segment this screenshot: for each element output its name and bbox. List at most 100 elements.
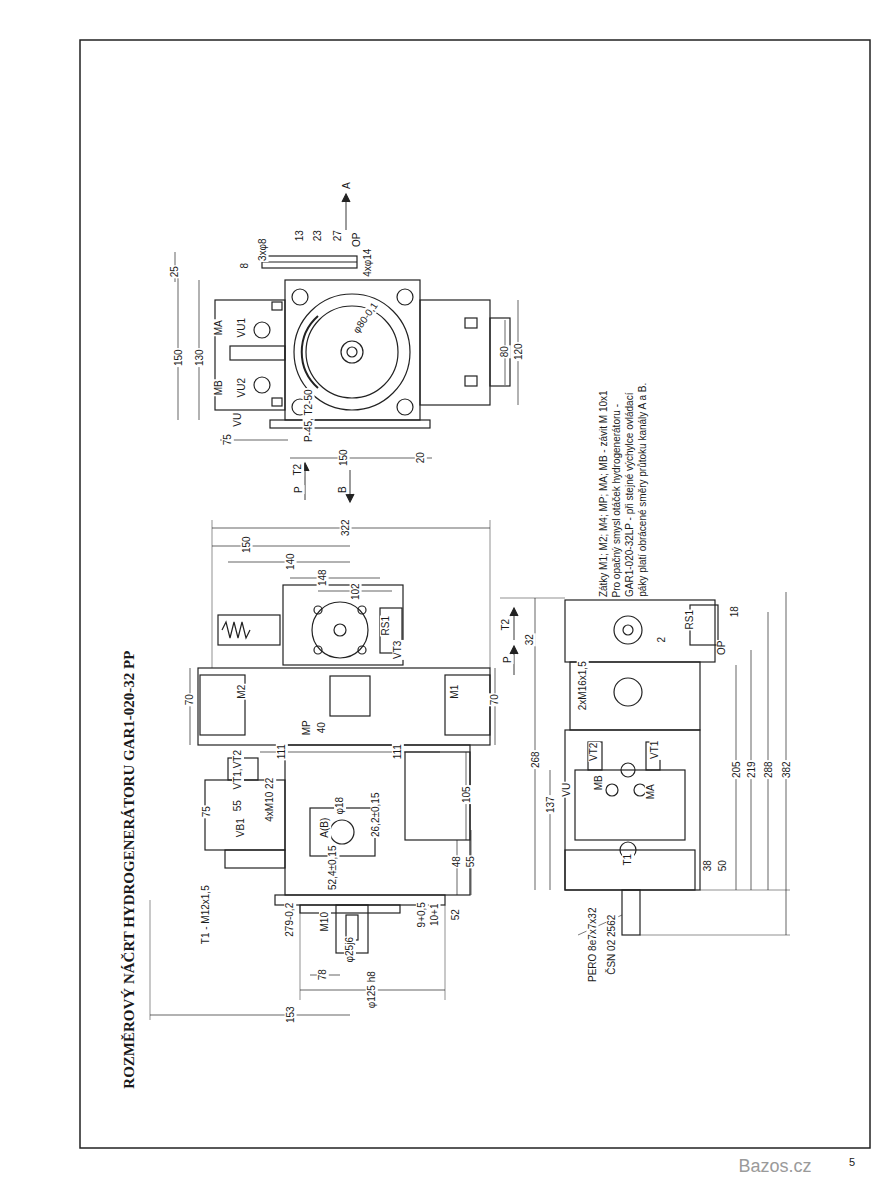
dimension-label: 150 bbox=[172, 349, 184, 368]
dimension-label: MB bbox=[592, 775, 604, 792]
front-view-part bbox=[614, 616, 642, 644]
side-view-part bbox=[212, 520, 213, 668]
side-view-part bbox=[222, 622, 250, 638]
dimension-label: VT2 bbox=[588, 742, 600, 762]
dimension-label: 322 bbox=[339, 519, 351, 538]
end-view-part bbox=[178, 268, 179, 420]
dimension-label: A(B) bbox=[319, 817, 331, 839]
dimension-label: T1 - M12x1,5 bbox=[199, 885, 211, 946]
dimension-label: 18 bbox=[729, 605, 741, 618]
side-view-part bbox=[218, 615, 280, 645]
end-view-part bbox=[215, 300, 285, 410]
end-view-part bbox=[290, 458, 432, 459]
dimension-label: 111 bbox=[276, 743, 288, 760]
dimension-label: 4xM10 22 bbox=[264, 777, 276, 823]
dimension-label: 55 bbox=[465, 855, 477, 868]
dimension-label: VT3 bbox=[392, 640, 404, 660]
dimension-label: P bbox=[501, 656, 513, 665]
side-view-part bbox=[490, 520, 491, 668]
end-view-part bbox=[262, 261, 357, 262]
front-view-part bbox=[510, 608, 518, 616]
dimension-label: MB bbox=[212, 380, 224, 397]
front-view-part bbox=[606, 784, 618, 796]
side-view-part bbox=[290, 578, 380, 579]
side-view-part bbox=[445, 905, 446, 1000]
side-view-part bbox=[495, 668, 496, 745]
dimension-label: 52,4±0,15 bbox=[327, 845, 339, 891]
dimension-label: MA bbox=[212, 320, 224, 337]
dimension-label: 288 bbox=[762, 761, 774, 780]
side-view-part bbox=[312, 602, 368, 658]
dimension-label: 130 bbox=[193, 349, 205, 368]
dimension-label: VU bbox=[232, 412, 244, 428]
dimension-label: 4xφ14 bbox=[362, 248, 374, 278]
dimension-label: 279-0,2 bbox=[284, 902, 296, 938]
end-view-part bbox=[262, 256, 357, 268]
dimension-label: OP bbox=[716, 640, 728, 656]
dimension-label: VU1 bbox=[236, 317, 248, 338]
side-view-part bbox=[212, 546, 350, 547]
side-view-part bbox=[300, 905, 301, 1000]
dimension-label: 48 bbox=[451, 855, 463, 868]
end-view-part bbox=[347, 347, 357, 357]
dimension-label: 219 bbox=[745, 761, 757, 780]
dimension-label: φ80-0,1 bbox=[350, 300, 381, 337]
dimension-label: 52 bbox=[450, 908, 462, 921]
dimension-label: 80 bbox=[499, 345, 511, 358]
dimension-label: 50 bbox=[717, 859, 729, 872]
dimension-label: φ25j6 bbox=[344, 936, 356, 963]
front-view bbox=[500, 592, 790, 935]
dimension-label: 38 bbox=[702, 859, 714, 872]
dimension-label: B bbox=[336, 486, 348, 495]
dimension-label: PERO 8e7x7x32 bbox=[586, 907, 598, 984]
front-view-part bbox=[622, 890, 640, 935]
dimension-label: OP bbox=[351, 232, 363, 248]
dimension-label: 120 bbox=[512, 343, 524, 362]
end-view-part bbox=[341, 341, 363, 363]
drawing-title: ROZMĚROVÝ NÁČRT HYDROGENERÁTORU GAR1-020… bbox=[121, 650, 138, 1090]
dimension-label: 153 bbox=[284, 1006, 296, 1025]
dimension-label: 105 bbox=[460, 786, 472, 805]
side-view-part bbox=[314, 646, 322, 654]
dimension-label: 70 bbox=[184, 693, 196, 706]
end-view-part bbox=[342, 194, 350, 202]
dimension-label: 5 bbox=[848, 1156, 856, 1169]
front-view-part bbox=[614, 678, 642, 706]
end-view-part bbox=[254, 377, 270, 393]
dimension-label: M10 bbox=[319, 911, 331, 932]
dimension-label: φ125 h8 bbox=[366, 970, 378, 1009]
side-view-part bbox=[314, 606, 322, 614]
dimension-label: 32 bbox=[524, 633, 536, 646]
end-view-part bbox=[254, 322, 270, 338]
dimension-label: 150 bbox=[337, 449, 349, 468]
dimension-label: 25 bbox=[169, 265, 181, 278]
end-view-part bbox=[306, 306, 398, 398]
end-view-part bbox=[465, 376, 477, 386]
front-view-part bbox=[565, 850, 695, 890]
dimension-label: VU2 bbox=[236, 377, 248, 398]
dimension-label: 111 bbox=[392, 743, 404, 760]
side-view-part bbox=[330, 820, 354, 844]
side-view-part bbox=[198, 668, 490, 745]
dimension-label: 70 bbox=[489, 693, 501, 706]
dimension-label: 26,2±0,15 bbox=[370, 792, 382, 838]
end-view-part bbox=[490, 318, 510, 386]
dimension-label: 102 bbox=[349, 583, 361, 602]
note-line: páky platí obrácené směry průtoku kanály… bbox=[637, 382, 649, 598]
dimension-label: 268 bbox=[529, 751, 541, 770]
note-line: Zátky M1; M2; M4; MP; MA; MB - závit M 1… bbox=[597, 389, 609, 598]
dimension-label: 78 bbox=[317, 968, 329, 981]
front-view-part bbox=[640, 935, 790, 936]
end-view-part bbox=[465, 318, 477, 328]
side-view-part bbox=[358, 646, 366, 654]
end-view-part bbox=[346, 494, 354, 502]
end-view-part bbox=[230, 346, 285, 360]
front-view-part bbox=[570, 662, 700, 730]
dimension-label: 140 bbox=[284, 553, 296, 572]
dimension-label: 137 bbox=[544, 796, 556, 815]
dimension-label: A bbox=[340, 182, 352, 191]
front-view-part bbox=[550, 770, 551, 890]
end-view-part bbox=[420, 300, 490, 405]
front-view-part bbox=[621, 763, 635, 777]
